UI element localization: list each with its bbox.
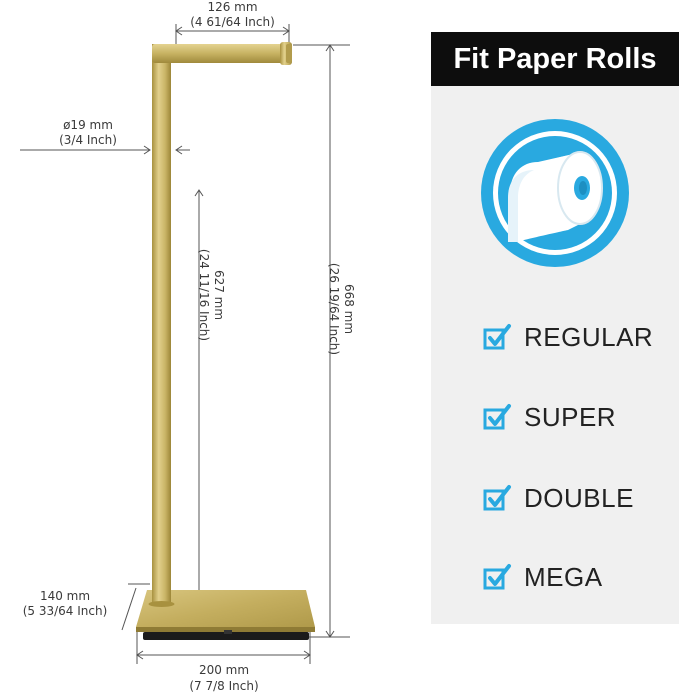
post-height-inch: (24 11/16 Inch): [197, 248, 211, 342]
product-drawing: [20, 24, 350, 664]
top-arm: [152, 42, 292, 65]
total-height-inch: (26 19/64 Inch): [327, 262, 341, 356]
base-depth-inch: (5 33/64 Inch): [22, 604, 108, 618]
check-box-icon: [483, 404, 511, 430]
option-label: REGULAR: [524, 321, 654, 352]
post-height-mm: 627 mm: [212, 269, 226, 321]
rod-diameter-mm: ø19 mm: [63, 118, 113, 132]
check-box-icon: [483, 485, 511, 511]
option-label: SUPER: [524, 401, 617, 432]
option-super: SUPER: [482, 400, 616, 434]
option-label: MEGA: [524, 561, 603, 592]
option-regular: REGULAR: [482, 320, 653, 354]
check-box-icon: [483, 324, 511, 350]
vertical-rod: [152, 44, 171, 604]
base-width-inch: (7 7/8 Inch): [189, 679, 259, 693]
option-double: DOUBLE: [482, 481, 634, 515]
top-width-mm: 126 mm: [207, 0, 258, 14]
toilet-paper-roll-icon: [481, 119, 629, 267]
option-mega: MEGA: [482, 560, 603, 594]
top-width-inch: (4 61/64 Inch): [190, 15, 275, 29]
stand-base: [136, 590, 315, 640]
option-label: DOUBLE: [524, 482, 634, 513]
total-height-mm: 668 mm: [342, 283, 356, 335]
rod-diameter-inch: (3/4 Inch): [59, 133, 117, 147]
base-depth-mm: 140 mm: [39, 589, 91, 603]
base-width-mm: 200 mm: [198, 663, 250, 677]
panel-title: Fit Paper Rolls: [431, 32, 679, 86]
check-box-icon: [483, 564, 511, 590]
